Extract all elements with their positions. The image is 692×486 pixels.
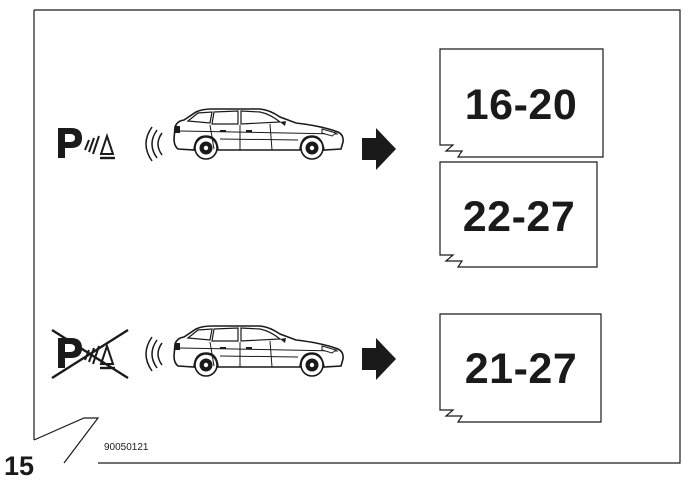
car-icon-2 [174,326,343,376]
right-arrow-icon-2 [362,338,396,380]
sound-waves-icon-2 [146,337,162,371]
right-arrow-icon [362,128,396,170]
page-number: 15 [4,451,34,482]
parking-sensor-crossed-icon [52,330,128,378]
reference-pages-label: 22-27 [446,196,592,239]
sound-waves-icon [146,127,162,161]
reference-pages-label: 21-27 [446,348,596,391]
parking-sensor-icon [58,128,115,158]
reference-code: 90050121 [104,442,149,453]
reference-pages-label: 16-20 [446,84,596,127]
page-corner-fold [34,418,98,463]
car-icon [174,109,343,159]
